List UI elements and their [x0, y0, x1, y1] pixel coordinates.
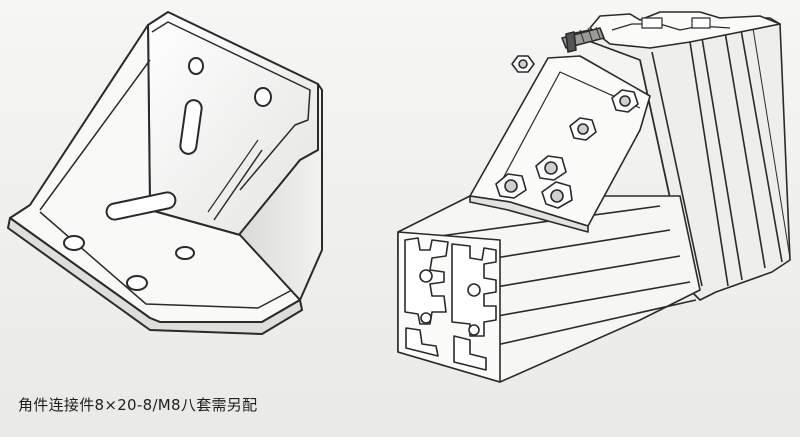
screw-icon [561, 26, 605, 53]
slot-icon [179, 99, 203, 155]
bolt-nut-icon [611, 89, 639, 113]
hole-icon [188, 57, 204, 75]
bolt-nut-icon [535, 155, 567, 181]
loose-nut-icon [511, 55, 535, 73]
product-caption: 角件连接件8×20-8/M8八套需另配 [18, 396, 258, 414]
profile-assembly-drawing [397, 11, 791, 383]
bolt-nut-icon [495, 173, 527, 199]
slot-icon [105, 191, 177, 221]
angle-bracket-drawing [7, 11, 323, 335]
hole-icon [175, 246, 195, 260]
horizontal-profile [397, 195, 701, 383]
bolt-nut-icon [569, 117, 597, 141]
hole-icon [254, 87, 272, 107]
hole-icon [63, 235, 85, 251]
bolt-nut-icon [541, 181, 573, 209]
hole-icon [126, 275, 148, 291]
